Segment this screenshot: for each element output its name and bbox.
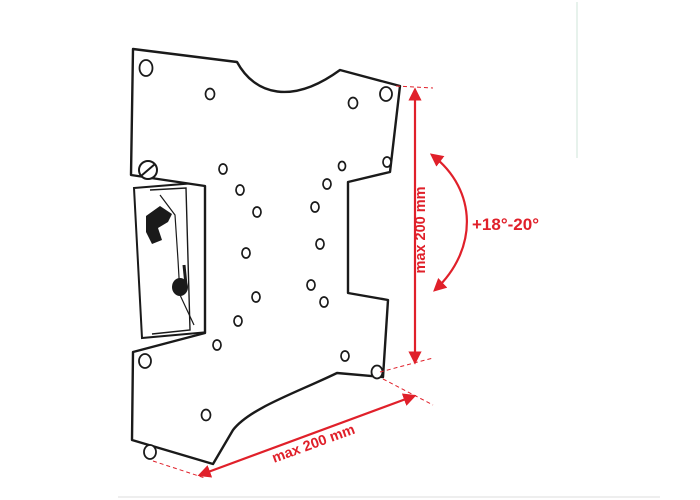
hole — [315, 238, 325, 250]
extension-lines — [152, 85, 434, 479]
hole — [310, 201, 320, 213]
tilt-angle-label: +18°-20° — [472, 215, 539, 234]
hole — [319, 296, 329, 308]
hole — [382, 156, 392, 168]
hole — [138, 59, 154, 77]
hole — [370, 364, 384, 380]
hole — [138, 353, 152, 369]
width-dimension-arrow — [197, 393, 417, 478]
hole — [143, 444, 157, 460]
hole — [200, 408, 212, 422]
hole — [235, 184, 245, 196]
wall-bracket — [132, 180, 211, 340]
lock-handle — [146, 206, 172, 244]
hole — [233, 315, 243, 327]
hole — [251, 291, 261, 303]
tilt-arc-arrow — [429, 153, 468, 292]
locking-knob — [172, 278, 188, 296]
hole — [340, 350, 350, 362]
hole — [212, 339, 222, 351]
hole — [322, 178, 332, 190]
corner-holes — [138, 59, 393, 460]
vesa-holes — [200, 87, 392, 422]
hole — [241, 247, 251, 259]
hole — [252, 206, 262, 218]
hole — [379, 86, 393, 102]
hole — [347, 96, 359, 110]
hole — [204, 87, 216, 101]
hole — [306, 279, 316, 291]
hole — [218, 163, 228, 175]
height-dimension-label: max 200 mm — [413, 186, 429, 273]
screw-icon — [138, 160, 158, 180]
hole — [337, 160, 347, 172]
